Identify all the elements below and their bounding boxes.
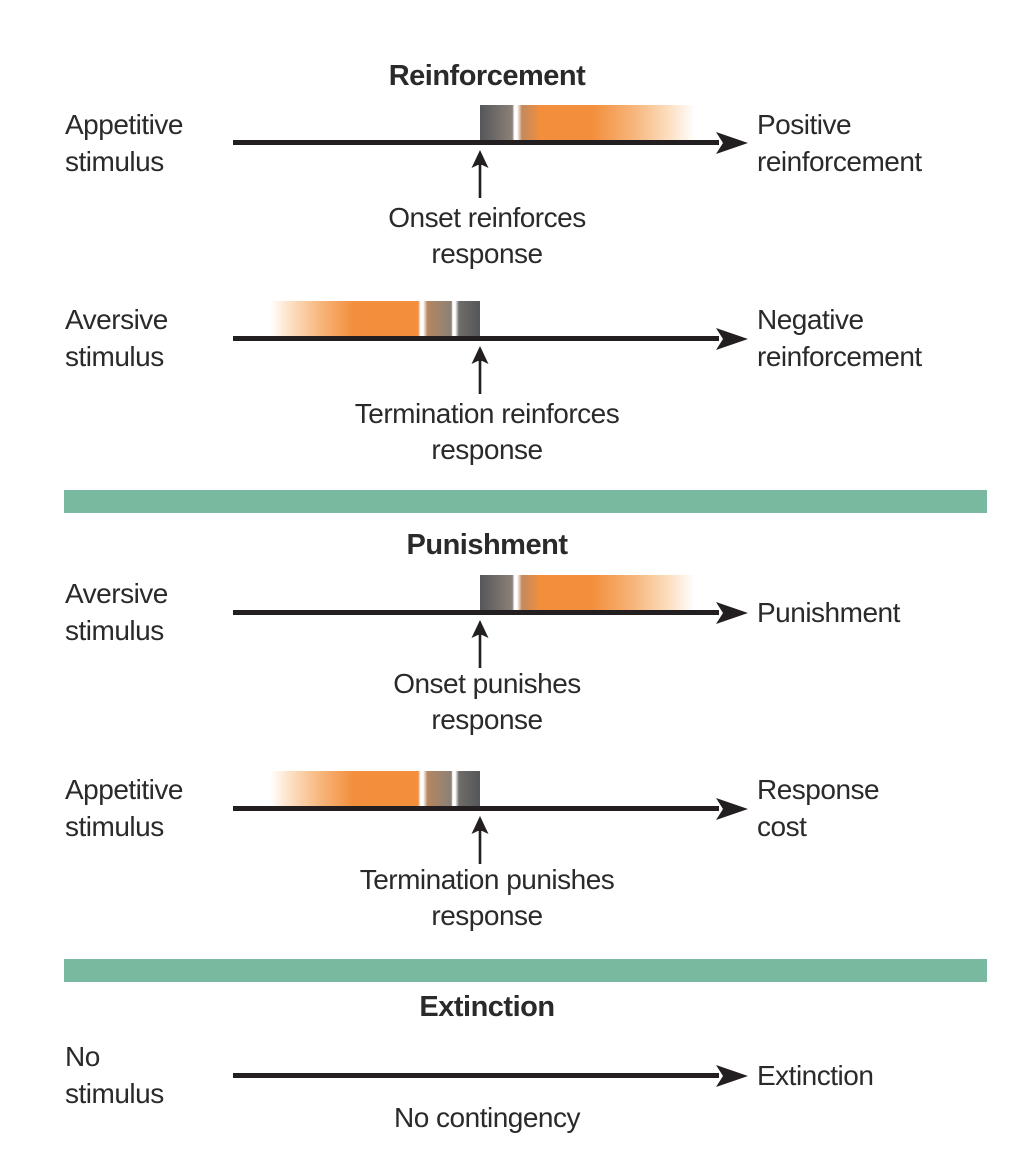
outcome-label-line1: Punishment xyxy=(757,597,900,628)
stimulus-label: Appetitive stimulus xyxy=(65,106,183,180)
event-caption-line1: Onset reinforces xyxy=(388,202,586,233)
timeline xyxy=(233,1073,719,1078)
up-arrow-icon xyxy=(471,150,489,198)
event-caption: Onset reinforces response xyxy=(237,200,737,272)
section-title-extinction: Extinction xyxy=(419,991,555,1023)
up-arrow-icon xyxy=(471,816,489,864)
up-arrow-icon xyxy=(471,346,489,394)
stimulus-label-line2: stimulus xyxy=(65,811,164,842)
right-arrowhead-icon xyxy=(716,132,748,154)
right-arrowhead-icon xyxy=(716,328,748,350)
event-caption-line2: response xyxy=(431,704,543,735)
stimulus-termination-gradient-bar xyxy=(270,771,480,806)
outcome-label-line1: Response xyxy=(757,774,880,805)
event-caption-line1: Termination reinforces xyxy=(354,398,620,429)
outcome-label-line2: reinforcement xyxy=(757,341,922,372)
section-title-reinforcement: Reinforcement xyxy=(388,60,586,92)
stimulus-label-line1: Appetitive xyxy=(65,109,183,140)
right-arrowhead-icon xyxy=(716,798,748,820)
timeline xyxy=(233,336,719,341)
stimulus-label-line2: stimulus xyxy=(65,615,164,646)
outcome-label: Positive reinforcement xyxy=(757,106,922,180)
outcome-label-line1: Positive xyxy=(757,109,852,140)
stimulus-label: Aversive stimulus xyxy=(65,575,168,649)
event-caption-line1: Onset punishes xyxy=(393,668,581,699)
outcome-label: Negative reinforcement xyxy=(757,301,922,375)
event-caption: Termination punishes response xyxy=(237,862,737,934)
section-divider-bar xyxy=(64,490,987,513)
event-caption-line1: Termination punishes xyxy=(359,864,615,895)
stimulus-label-line1: No xyxy=(65,1041,100,1072)
event-caption: No contingency xyxy=(237,1100,737,1136)
up-arrow-icon xyxy=(471,620,489,668)
stimulus-label-line2: stimulus xyxy=(65,146,164,177)
stimulus-label: Aversive stimulus xyxy=(65,301,168,375)
outcome-label: Response cost xyxy=(757,771,880,845)
stimulus-label: No stimulus xyxy=(65,1038,164,1112)
outcome-label: Extinction xyxy=(757,1057,874,1094)
stimulus-label-line1: Appetitive xyxy=(65,774,183,805)
outcome-label-line1: Extinction xyxy=(757,1060,874,1091)
stimulus-termination-gradient-bar xyxy=(270,301,480,336)
timeline xyxy=(233,806,719,811)
timeline xyxy=(233,610,719,615)
event-caption-line2: response xyxy=(431,900,543,931)
stimulus-label-line2: stimulus xyxy=(65,341,164,372)
event-caption-line2: response xyxy=(431,238,543,269)
event-caption: Onset punishes response xyxy=(237,666,737,738)
stimulus-onset-gradient-bar xyxy=(480,575,695,610)
outcome-label-line2: reinforcement xyxy=(757,146,922,177)
event-caption-line1: No contingency xyxy=(393,1102,581,1133)
outcome-label: Punishment xyxy=(757,594,900,631)
event-caption: Termination reinforces response xyxy=(237,396,737,468)
section-title-punishment: Punishment xyxy=(406,529,568,561)
stimulus-label-line2: stimulus xyxy=(65,1078,164,1109)
right-arrowhead-icon xyxy=(716,602,748,624)
event-caption-line2: response xyxy=(431,434,543,465)
stimulus-label: Appetitive stimulus xyxy=(65,771,183,845)
stimulus-onset-gradient-bar xyxy=(480,105,695,140)
timeline xyxy=(233,140,719,145)
stimulus-label-line1: Aversive xyxy=(65,304,168,335)
section-divider-bar xyxy=(64,959,987,982)
outcome-label-line1: Negative xyxy=(757,304,864,335)
right-arrowhead-icon xyxy=(716,1065,748,1087)
stimulus-label-line1: Aversive xyxy=(65,578,168,609)
outcome-label-line2: cost xyxy=(757,811,807,842)
